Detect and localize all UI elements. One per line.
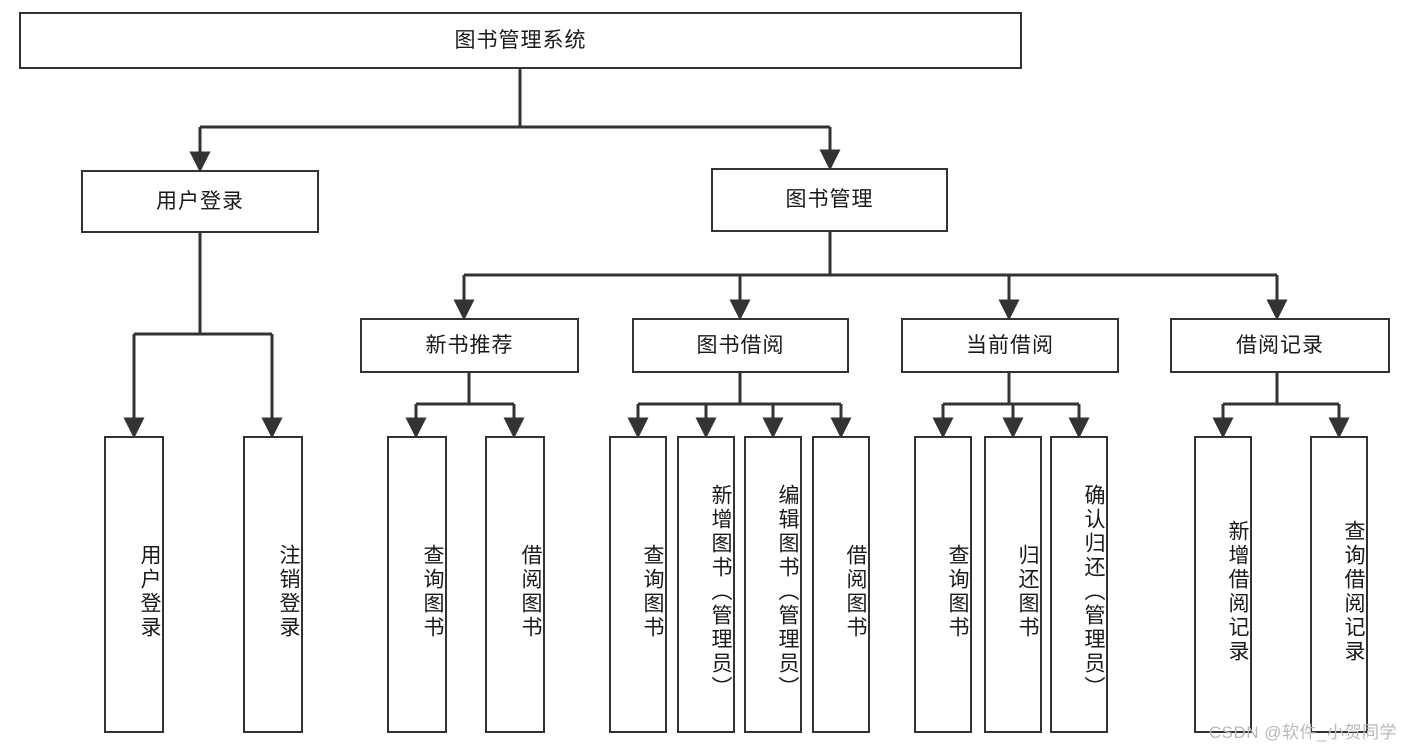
leaf-borrow-book-label: 借阅图书 bbox=[844, 543, 867, 640]
node-user-login-label: 用户登录 bbox=[156, 189, 244, 213]
leaf-query-book-current-label: 查询图书 bbox=[946, 543, 969, 640]
node-new-book-recommend-label: 新书推荐 bbox=[425, 333, 514, 357]
leaf-edit-book-admin-label: 编辑图书（管理员） bbox=[776, 483, 799, 700]
node-borrow-record[interactable]: 借阅记录 bbox=[1170, 318, 1390, 373]
leaf-query-borrow-record[interactable]: 查询借阅记录 bbox=[1310, 436, 1368, 733]
leaf-return-book[interactable]: 归还图书 bbox=[984, 436, 1042, 733]
node-book-borrow-label: 图书借阅 bbox=[696, 333, 785, 357]
leaf-edit-book-admin[interactable]: 编辑图书（管理员） bbox=[744, 436, 802, 733]
leaf-add-borrow-record[interactable]: 新增借阅记录 bbox=[1194, 436, 1252, 733]
leaf-borrow-book-recommend-label: 借阅图书 bbox=[519, 543, 542, 640]
node-book-management[interactable]: 图书管理 bbox=[711, 168, 948, 232]
node-current-borrow-label: 当前借阅 bbox=[966, 333, 1054, 357]
node-root[interactable]: 图书管理系统 bbox=[19, 12, 1022, 69]
node-current-borrow[interactable]: 当前借阅 bbox=[901, 318, 1119, 373]
leaf-return-book-label: 归还图书 bbox=[1016, 543, 1039, 640]
leaf-logout-label: 注销登录 bbox=[277, 543, 300, 640]
leaf-borrow-book[interactable]: 借阅图书 bbox=[812, 436, 870, 733]
leaf-query-book-borrow[interactable]: 查询图书 bbox=[609, 436, 667, 733]
leaf-add-borrow-record-label: 新增借阅记录 bbox=[1226, 519, 1249, 664]
leaf-query-borrow-record-label: 查询借阅记录 bbox=[1342, 519, 1365, 664]
leaf-query-book-recommend[interactable]: 查询图书 bbox=[387, 436, 447, 733]
leaf-query-book-recommend-label: 查询图书 bbox=[421, 543, 444, 640]
leaf-logout[interactable]: 注销登录 bbox=[243, 436, 303, 733]
leaf-user-login[interactable]: 用户登录 bbox=[104, 436, 164, 733]
leaf-add-book-admin[interactable]: 新增图书（管理员） bbox=[677, 436, 735, 733]
node-new-book-recommend[interactable]: 新书推荐 bbox=[360, 318, 579, 373]
leaf-query-book-current[interactable]: 查询图书 bbox=[914, 436, 972, 733]
node-book-management-label: 图书管理 bbox=[785, 188, 874, 212]
node-root-label: 图书管理系统 bbox=[454, 28, 587, 52]
leaf-add-book-admin-label: 新增图书（管理员） bbox=[709, 483, 732, 700]
leaf-borrow-book-recommend[interactable]: 借阅图书 bbox=[485, 436, 545, 733]
leaf-query-book-borrow-label: 查询图书 bbox=[641, 543, 664, 640]
csdn-watermark: CSDN @软件_小贺同学 bbox=[1208, 723, 1397, 742]
node-user-login[interactable]: 用户登录 bbox=[81, 170, 319, 233]
node-borrow-record-label: 借阅记录 bbox=[1236, 333, 1324, 357]
leaf-user-login-label: 用户登录 bbox=[138, 543, 161, 640]
leaf-confirm-return-admin-label: 确认归还（管理员） bbox=[1082, 483, 1105, 700]
node-book-borrow[interactable]: 图书借阅 bbox=[632, 318, 849, 373]
leaf-confirm-return-admin[interactable]: 确认归还（管理员） bbox=[1050, 436, 1108, 733]
